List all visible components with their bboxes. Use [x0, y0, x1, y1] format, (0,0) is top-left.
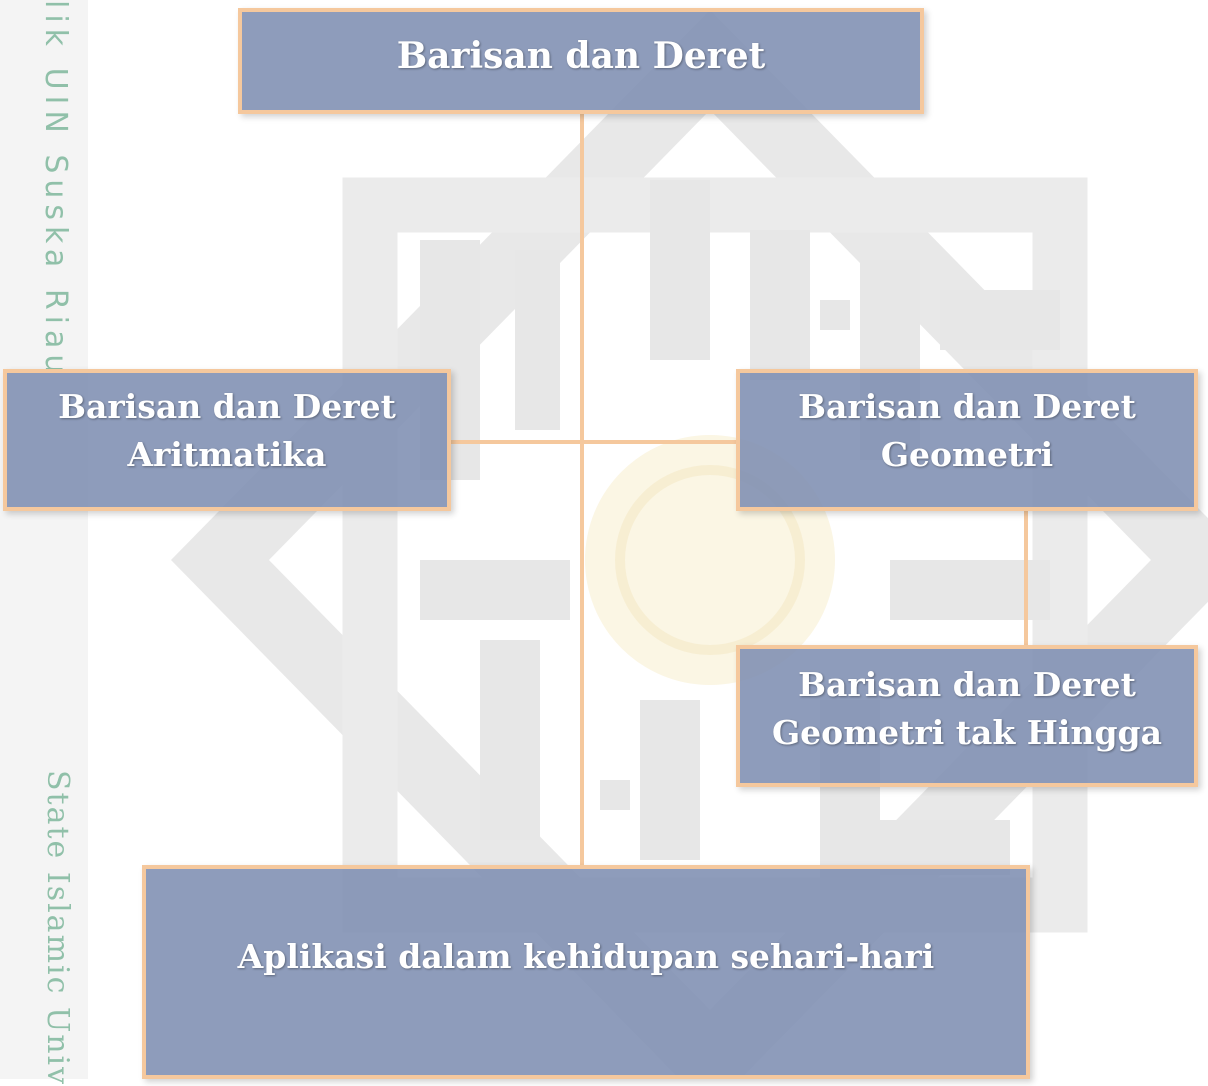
node-geometric-label-line2: Geometri [880, 435, 1054, 474]
node-root: Barisan dan Deret [238, 8, 924, 114]
node-arithmetic: Barisan dan Deret Aritmatika [3, 369, 451, 511]
side-watermark-text-top: lik UIN Suska Riau [38, 0, 73, 380]
node-arithmetic-label-line1: Barisan dan Deret [58, 387, 396, 426]
side-watermark-strip [0, 0, 88, 1079]
side-watermark-text-bottom: State Islamic Univ [40, 770, 75, 1086]
node-application: Aplikasi dalam kehidupan sehari-hari [142, 865, 1030, 1079]
node-geometric-label-line1: Barisan dan Deret [798, 387, 1136, 426]
node-geometric: Barisan dan Deret Geometri [736, 369, 1198, 511]
node-arithmetic-label-line2: Aritmatika [127, 435, 327, 474]
node-geometric-infinite-label-line2: Geometri tak Hingga [772, 713, 1162, 752]
node-geometric-infinite-label-line1: Barisan dan Deret [798, 665, 1136, 704]
node-application-label: Aplikasi dalam kehidupan sehari-hari [237, 937, 935, 976]
node-root-label: Barisan dan Deret [396, 35, 766, 77]
node-geometric-infinite: Barisan dan Deret Geometri tak Hingga [736, 645, 1198, 787]
